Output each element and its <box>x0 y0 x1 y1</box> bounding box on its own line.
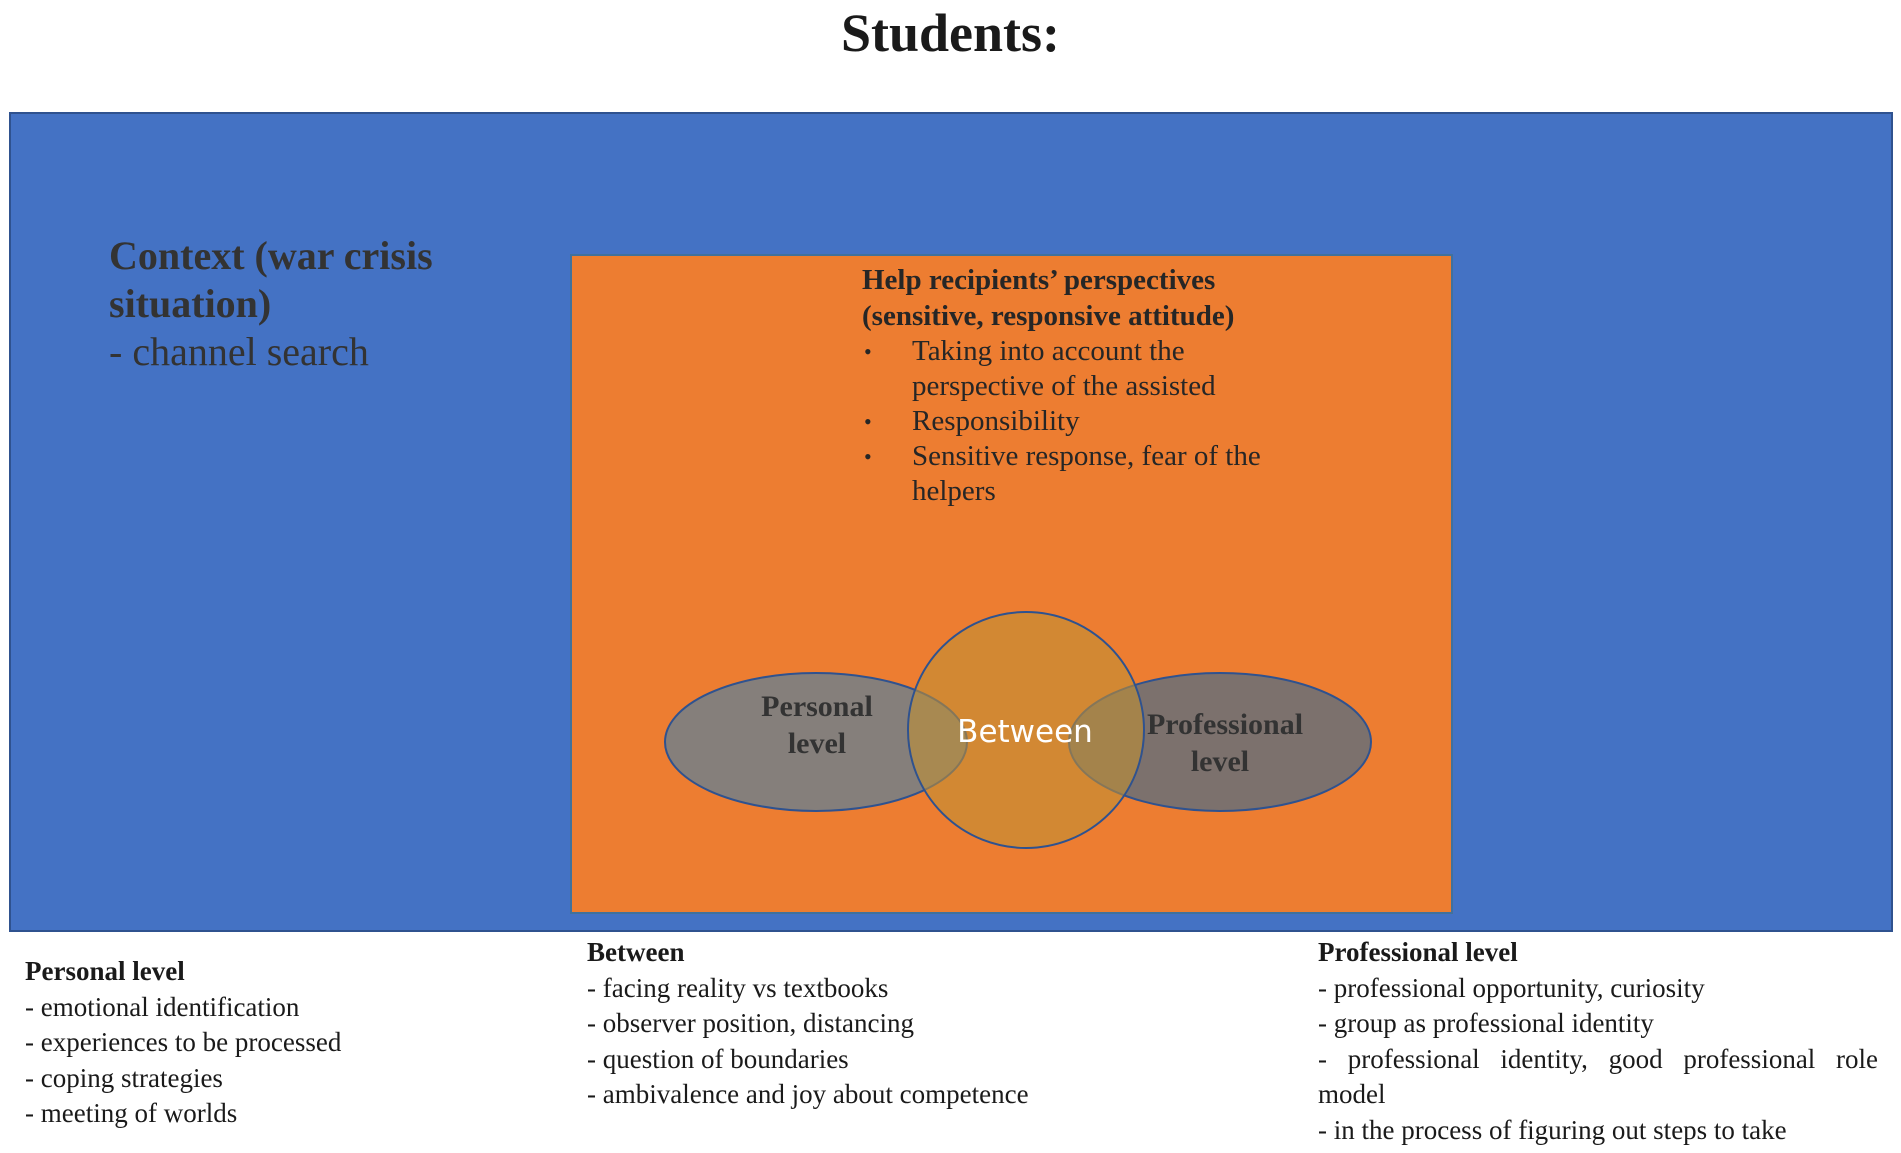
professional-level-column: Professional level - professional opport… <box>1318 935 1878 1148</box>
help-bullet-item: • Taking into account the perspective of… <box>862 334 1282 404</box>
help-heading: Help recipients’ perspectives (sensitive… <box>862 264 1235 332</box>
help-recipients-block: Help recipients’ perspectives (sensitive… <box>862 262 1282 509</box>
bullet-icon: • <box>864 339 872 364</box>
column-item: - professional opportunity, curiosity <box>1318 972 1705 1003</box>
column-item: - ambivalence and joy about competence <box>587 1079 1029 1109</box>
column-item: - observer position, distancing <box>587 1008 914 1038</box>
professional-label-line1: Professional <box>1147 708 1303 741</box>
help-bullet-item: • Responsibility <box>862 404 1282 439</box>
column-item: - facing reality vs textbooks <box>587 972 889 1003</box>
column-item: - experiences to be processed <box>25 1027 342 1057</box>
context-label: Context (war crisis situation) - channel… <box>109 232 509 376</box>
help-bullet-text: Responsibility <box>912 405 1080 437</box>
bullet-icon: • <box>864 444 872 469</box>
help-bullet-list: • Taking into account the perspective of… <box>862 334 1282 509</box>
context-item: - channel search <box>109 329 369 374</box>
column-heading: Personal level <box>25 956 185 986</box>
help-bullet-item: • Sensitive response, fear of the helpers <box>862 439 1282 509</box>
help-bullet-text: Taking into account the perspective of t… <box>912 335 1216 402</box>
column-item: - professional identity, good profession… <box>1318 1043 1878 1110</box>
column-item: - coping strategies <box>25 1062 223 1093</box>
personal-label-line2: level <box>788 727 846 760</box>
column-item: - emotional identification <box>25 991 300 1022</box>
bullet-icon: • <box>864 409 872 434</box>
help-bullet-text: Sensitive response, fear of the helpers <box>912 440 1261 507</box>
diagram-title: Students: <box>840 3 1061 63</box>
column-heading: Professional level <box>1318 937 1518 967</box>
personal-level-column: Personal level - emotional identificatio… <box>25 954 545 1132</box>
column-item: - group as professional identity <box>1318 1008 1654 1038</box>
column-item: - in the process of figuring out steps t… <box>1318 1114 1787 1145</box>
personal-label-line1: Personal <box>761 690 873 723</box>
column-item: - question of boundaries <box>587 1043 849 1074</box>
between-circle <box>907 611 1145 849</box>
column-item: - meeting of worlds <box>25 1098 238 1128</box>
professional-label-line2: level <box>1191 745 1249 778</box>
between-label: Between <box>957 714 1093 750</box>
between-column: Between - facing reality vs textbooks - … <box>587 935 1147 1113</box>
context-heading: Context (war crisis situation) <box>109 233 433 326</box>
column-heading: Between <box>587 937 685 967</box>
